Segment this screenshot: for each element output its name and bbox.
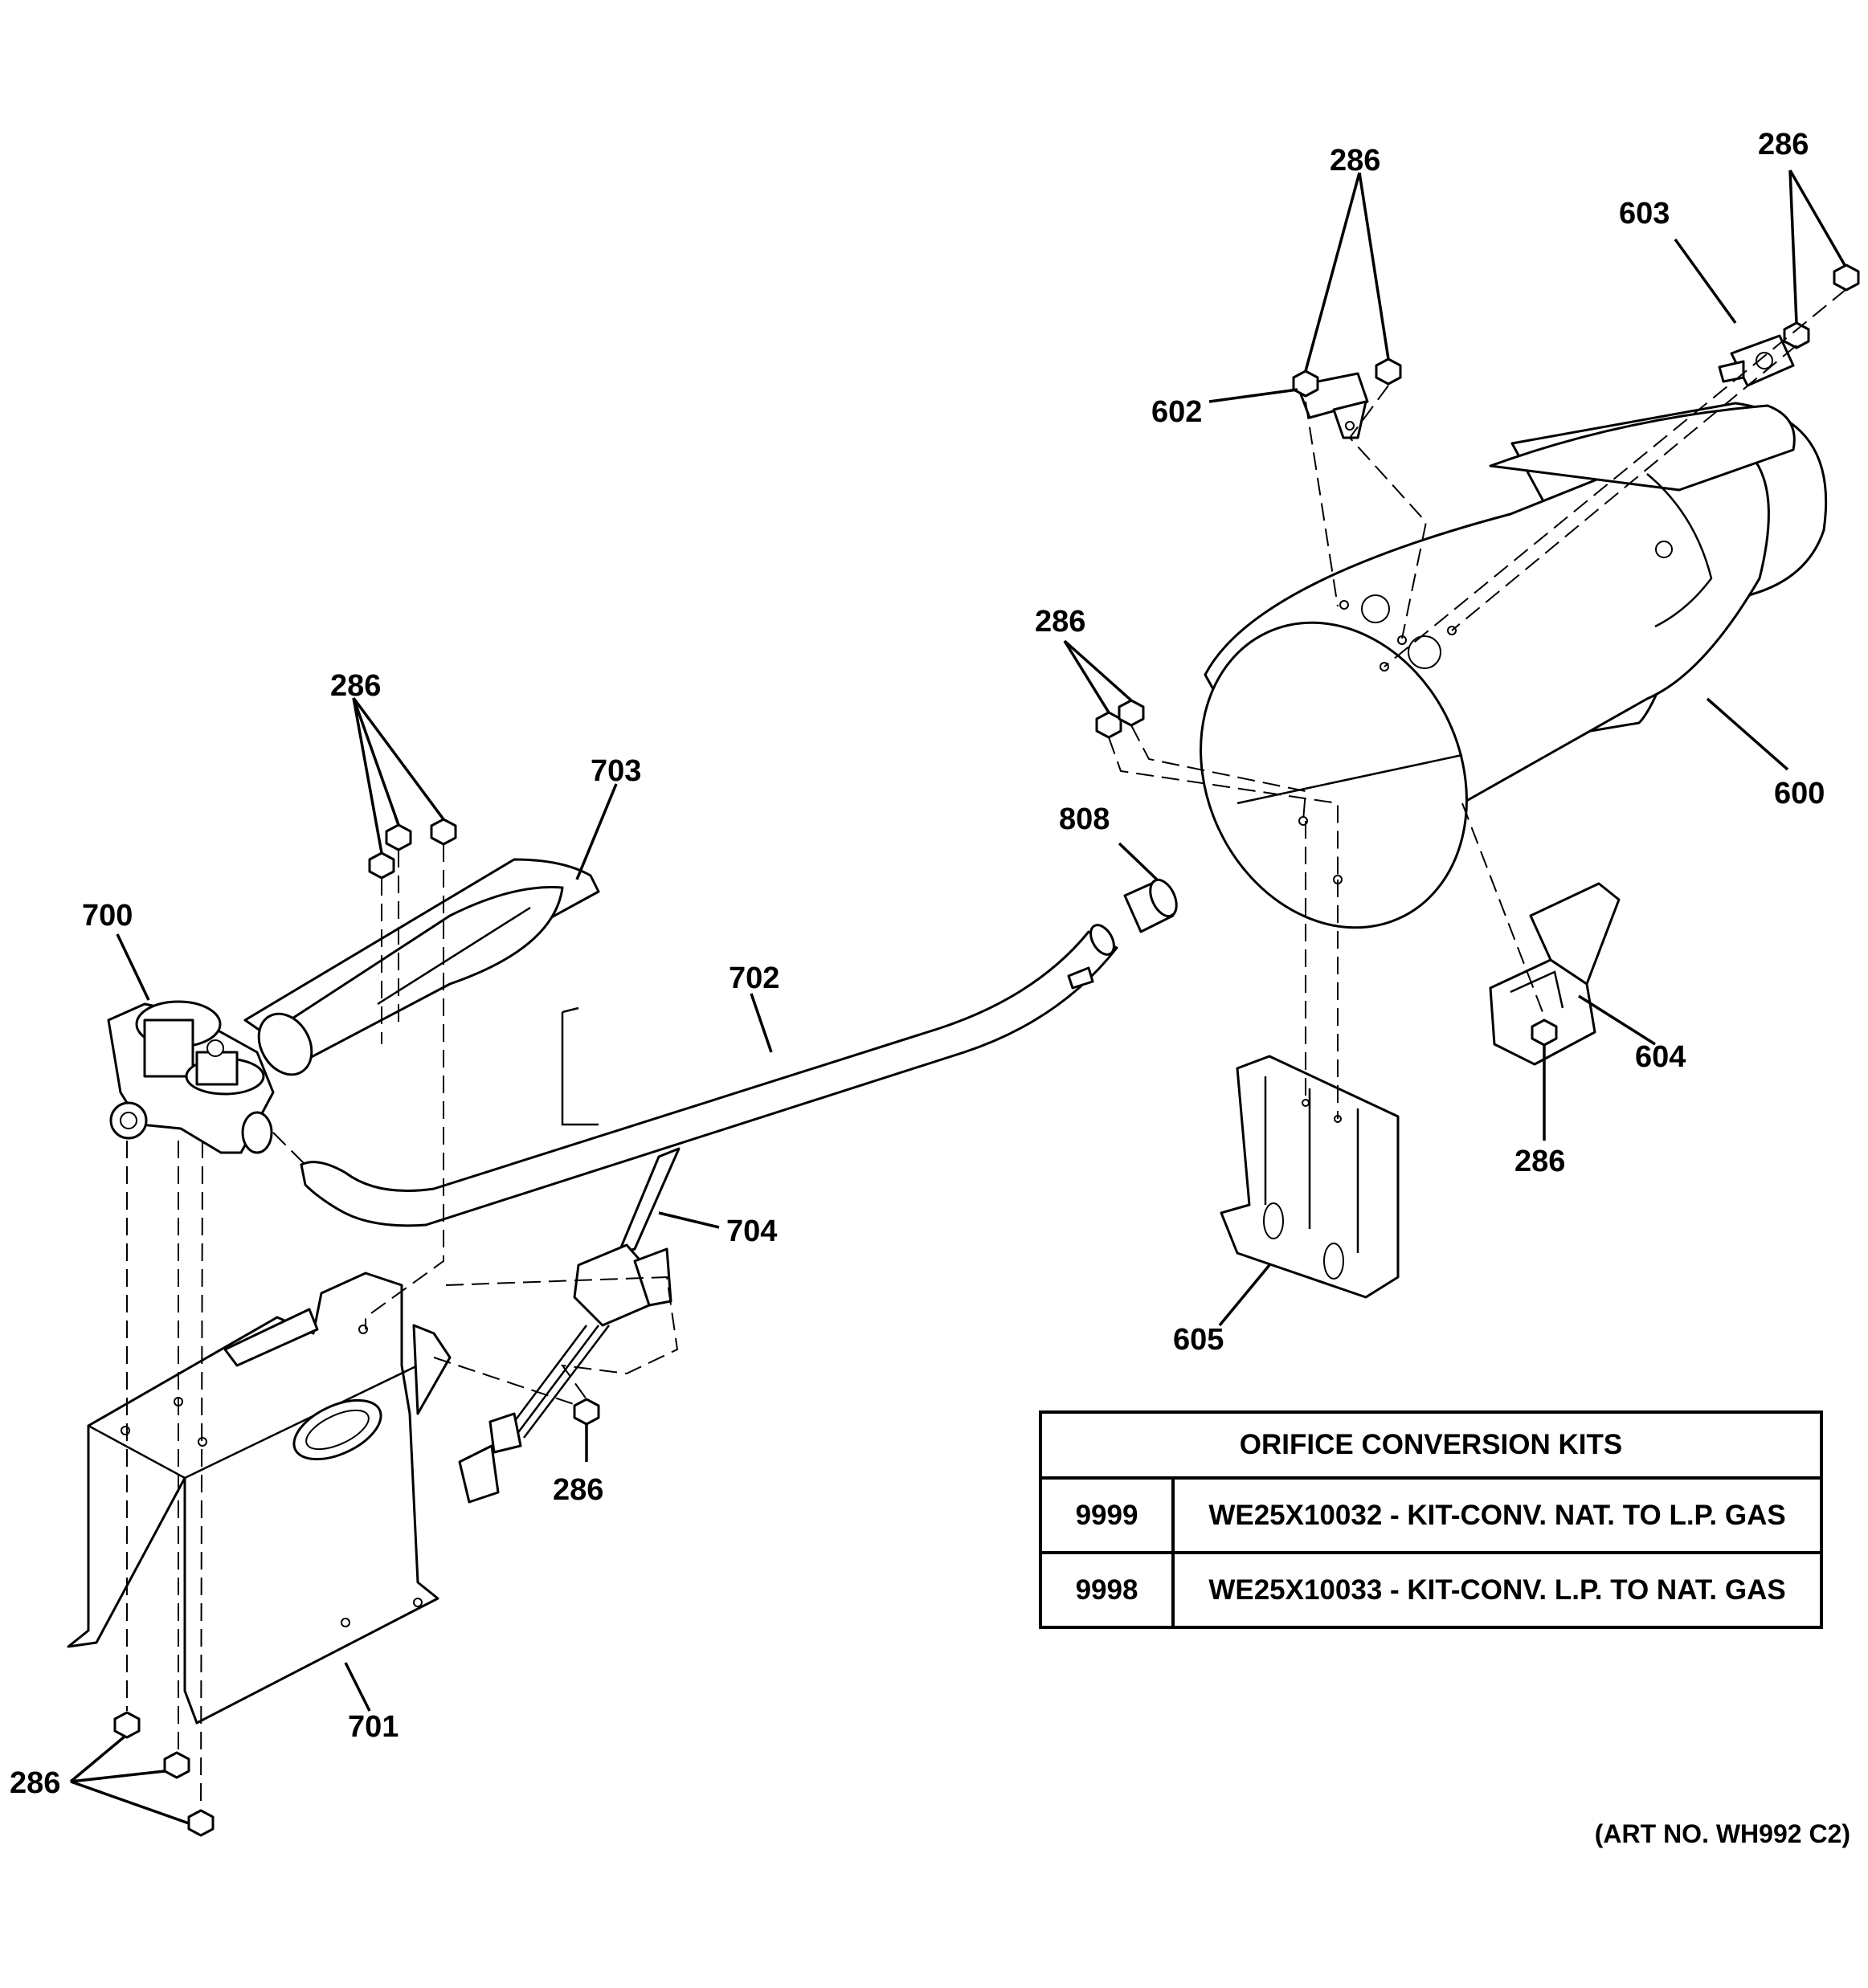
part-703-burner xyxy=(243,858,600,1076)
table-title: ORIFICE CONVERSION KITS xyxy=(1039,1410,1823,1480)
part-603-switch xyxy=(1718,334,1795,387)
callout-603: 603 xyxy=(1619,197,1670,231)
part-600-combustion-chamber xyxy=(1200,402,1828,929)
kit-code: 9998 xyxy=(1039,1551,1175,1629)
table-header-row: ORIFICE CONVERSION KITS xyxy=(1039,1410,1823,1480)
callout-286-bracket: 286 xyxy=(1514,1145,1565,1178)
orifice-conversion-kits-table: ORIFICE CONVERSION KITS 9999 WE25X10032 … xyxy=(1039,1410,1823,1629)
kit-description: WE25X10032 - KIT-CONV. NAT. TO L.P. GAS xyxy=(1171,1476,1823,1554)
callout-286-top-right: 286 xyxy=(1758,128,1809,161)
callout-604: 604 xyxy=(1635,1040,1686,1074)
callout-701: 701 xyxy=(348,1710,399,1744)
part-704-igniter xyxy=(458,1147,681,1504)
callout-702: 702 xyxy=(729,961,779,995)
callout-703: 703 xyxy=(591,754,641,788)
callout-286-igniter: 286 xyxy=(553,1473,603,1507)
part-702-gas-tube xyxy=(300,924,1118,1227)
part-602-switch xyxy=(1296,372,1369,439)
part-604-igniter-bracket xyxy=(1489,882,1621,1066)
callout-704: 704 xyxy=(726,1214,777,1248)
assembly-dashed-lines xyxy=(126,288,1847,1810)
callout-leaders xyxy=(69,169,1846,1825)
callout-605: 605 xyxy=(1173,1323,1224,1357)
callout-286-top: 286 xyxy=(1330,144,1380,178)
part-700-gas-valve xyxy=(107,1000,275,1154)
callout-602: 602 xyxy=(1151,395,1202,429)
callout-286-chamber: 286 xyxy=(1035,605,1085,639)
part-701-valve-bracket xyxy=(67,1272,452,1725)
part-808-sleeve xyxy=(1123,878,1178,933)
callout-286-burner: 286 xyxy=(330,669,381,703)
callout-700: 700 xyxy=(82,899,133,933)
art-number: (ART NO. WH992 C2) xyxy=(1594,1819,1850,1848)
table-row: 9999 WE25X10032 - KIT-CONV. NAT. TO L.P.… xyxy=(1039,1476,1823,1554)
part-605-burner-bracket xyxy=(1220,1055,1400,1299)
callout-600: 600 xyxy=(1774,777,1825,810)
callout-286-bottom: 286 xyxy=(10,1766,60,1800)
kit-description: WE25X10033 - KIT-CONV. L.P. TO NAT. GAS xyxy=(1171,1551,1823,1629)
table-row: 9998 WE25X10033 - KIT-CONV. L.P. TO NAT.… xyxy=(1039,1551,1823,1629)
kit-code: 9999 xyxy=(1039,1476,1175,1554)
callout-808: 808 xyxy=(1059,802,1110,836)
